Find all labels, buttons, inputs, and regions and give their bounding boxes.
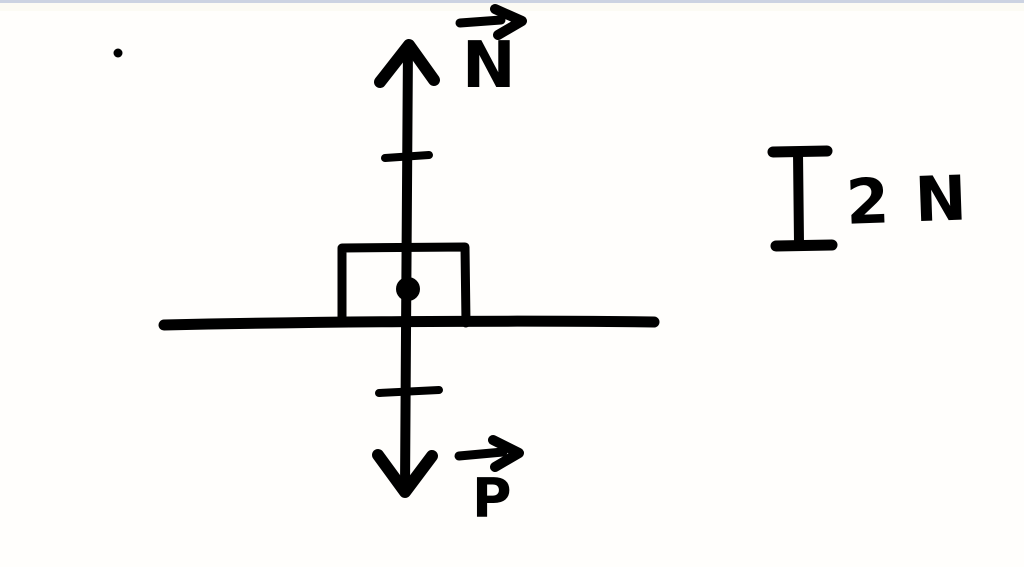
scale-value-label: 2 N	[845, 161, 970, 238]
block	[337, 242, 471, 328]
lower-tick-mark	[375, 386, 443, 397]
vector-arrow-bar-p	[454, 447, 508, 461]
top-border-line	[0, 0, 1024, 3]
scale-bottom-cap	[770, 239, 838, 252]
down-arrowhead	[372, 449, 438, 498]
weight-force-label: P	[472, 467, 512, 530]
normal-force-label: N	[462, 29, 516, 103]
vector-arrow-head-p-icon	[488, 435, 524, 472]
force-axis	[372, 39, 443, 498]
scale-stem	[793, 148, 804, 248]
weight-force-label-group: P	[454, 435, 524, 530]
upper-tick-mark	[381, 151, 433, 162]
force-axis-line	[400, 40, 413, 494]
normal-force-label-group: N	[455, 4, 527, 103]
vector-arrow-head-n-icon	[490, 4, 527, 40]
scale-legend: 2 N	[767, 145, 970, 252]
ink-strokes: N P 2 N	[113, 4, 970, 530]
top-border-tint	[0, 3, 1024, 11]
block-center-dot	[396, 277, 420, 301]
stray-pen-dot	[113, 48, 123, 58]
up-arrowhead	[374, 39, 440, 88]
vector-arrow-bar-n	[455, 15, 506, 28]
ground-line	[158, 315, 660, 331]
